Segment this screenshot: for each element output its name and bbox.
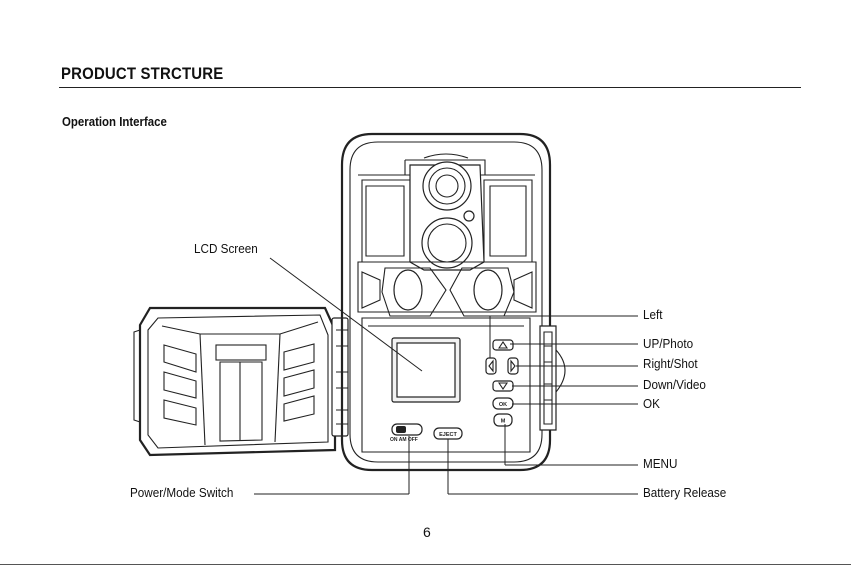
switch-position-labels: ON AM OFF — [390, 437, 418, 443]
callout-down-video: Down/Video — [643, 377, 706, 392]
callout-power-mode-switch: Power/Mode Switch — [130, 485, 233, 500]
callout-lcd-screen: LCD Screen — [194, 241, 258, 256]
open-front-cover — [134, 308, 348, 455]
callout-up-photo: UP/Photo — [643, 336, 693, 351]
callout-left: Left — [643, 307, 663, 322]
callout-right-shot: Right/Shot — [643, 356, 698, 371]
callout-menu: MENU — [643, 456, 677, 471]
page-number: 6 — [423, 524, 431, 540]
camera-body: OK M ON AM OFF EJECT — [342, 134, 565, 470]
eject-button-label: EJECT — [439, 432, 457, 438]
ok-button-label: OK — [499, 402, 507, 408]
footer-divider — [0, 564, 851, 565]
callout-battery-release: Battery Release — [643, 485, 726, 500]
menu-button-label: M — [501, 419, 506, 425]
callout-ok: OK — [643, 396, 660, 411]
